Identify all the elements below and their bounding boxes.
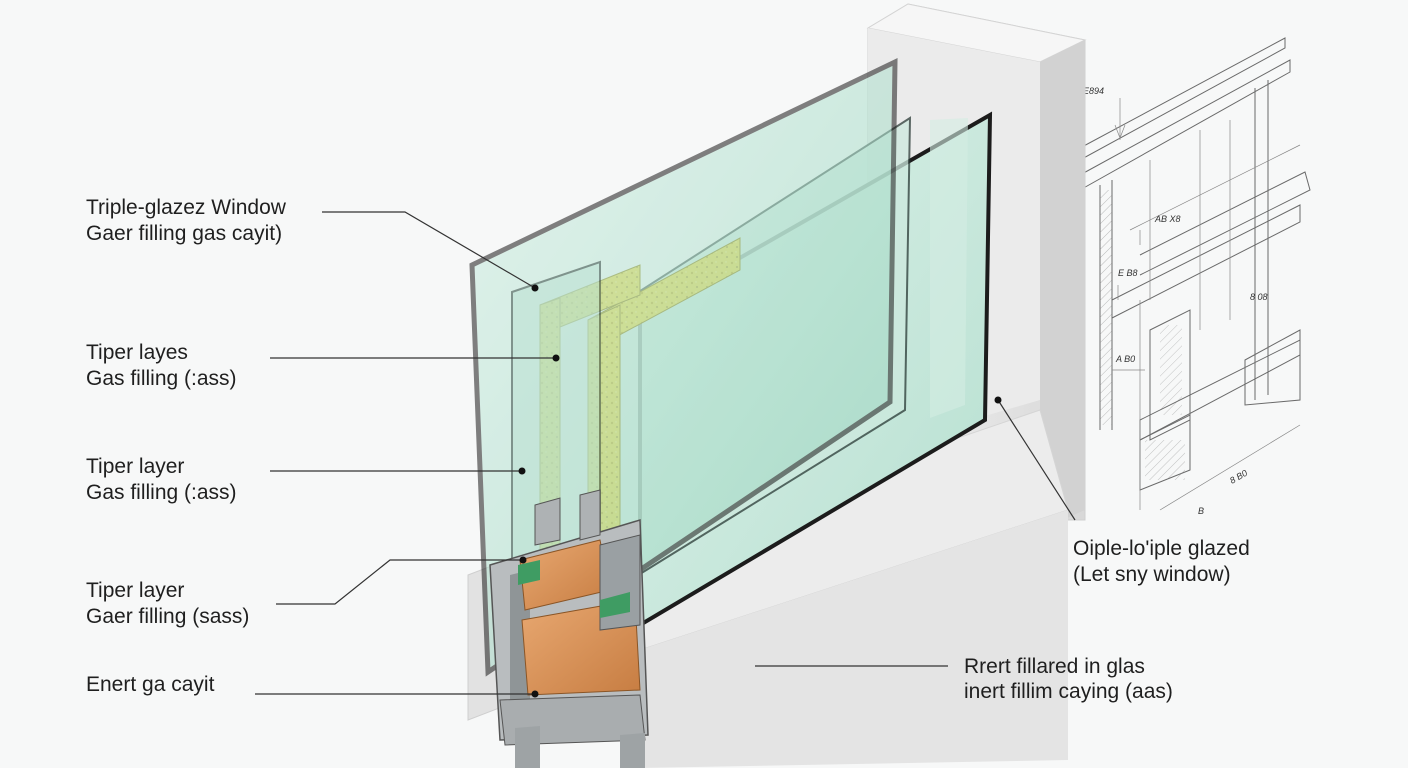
label-r2-line2: inert fillim caying (aas) (964, 680, 1173, 703)
leader-dot-r1 (994, 396, 1002, 404)
leader-l4 (276, 559, 523, 605)
label-r1-line1: Oiple-lo'iple glazed (1073, 537, 1250, 560)
sketch-dim-6: 8 08 (1250, 292, 1268, 302)
label-l3-line1: Tiper layer (86, 455, 184, 478)
sketch-dim-2: AB X8 (1154, 214, 1181, 224)
label-l4-line2: Gaer filling (sass) (86, 605, 249, 628)
leader-dot-l2 (552, 354, 560, 362)
leader-dot-l4 (519, 556, 527, 564)
glass-panes (469, 57, 993, 677)
technical-sketch: E894 AB X8 E B8 A B0 8 B0 8 08 B (1079, 37, 1311, 516)
sketch-dim-4: A B0 (1115, 354, 1135, 364)
leader-lines (255, 211, 1076, 698)
label-l3-line2: Gas filling (:ass) (86, 481, 237, 504)
label-r2-line1: Rrert fillared in glas (964, 655, 1145, 678)
label-l4-line1: Tiper layer (86, 579, 184, 602)
leader-dot-l3 (518, 467, 526, 475)
label-l5-line1: Enert ga cayit (86, 673, 215, 696)
leader-dot-l1 (531, 284, 539, 292)
label-l2-line2: Gas filling (:ass) (86, 367, 237, 390)
sketch-dim-5: 8 B0 (1228, 468, 1249, 486)
label-l2-line1: Tiper layes (86, 341, 188, 364)
callout-labels: Triple-glazez Window Gaer filling gas ca… (86, 196, 1250, 703)
leader-r1 (997, 399, 1076, 521)
label-l1-line2: Gaer filling gas cayit) (86, 222, 282, 245)
label-l1-line1: Triple-glazez Window (86, 196, 287, 219)
sketch-dim-7: B (1198, 506, 1204, 516)
bottom-profile (489, 489, 649, 768)
leader-dot-l5 (531, 690, 539, 698)
leader-l1 (322, 211, 536, 289)
label-r1-line2: (Let sny window) (1073, 563, 1231, 586)
sketch-dim-1: E894 (1083, 86, 1104, 96)
sketch-dim-3: E B8 (1118, 268, 1138, 278)
